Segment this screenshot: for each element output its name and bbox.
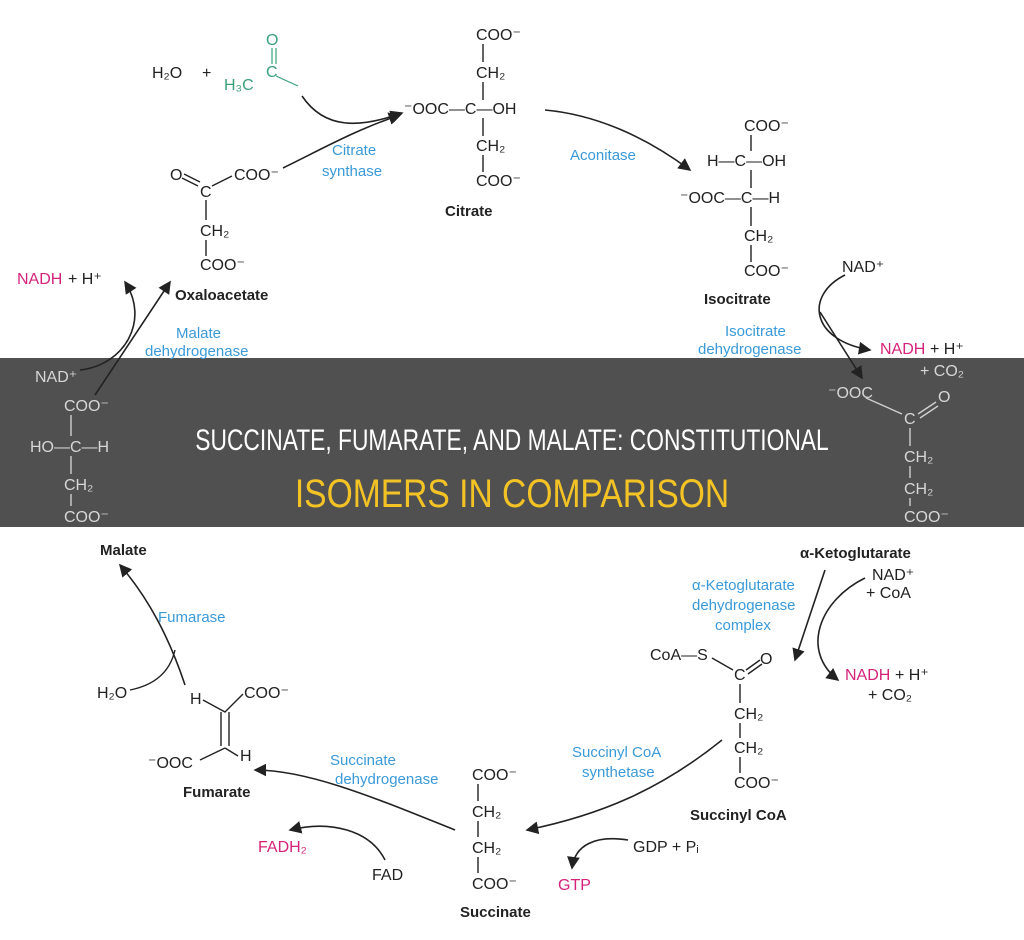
enzyme-akg-dh: complex [715,617,771,634]
title-line-1: SUCCINATE, FUMARATE, AND MALATE: CONSTIT… [195,424,829,457]
fumarate: H COO⁻ ⁻OOC H Fumarate [148,685,289,801]
akg-line: CH₂ [904,449,933,466]
enzyme-fumarase: Fumarase [158,609,226,626]
succinyl-coa-line: CoA—S [650,647,708,664]
oxaloacetate-line: CH₂ [200,223,229,240]
isocitrate-line: ⁻OOC—C—H [680,190,780,207]
succinyl-coa-line: CH₂ [734,740,763,757]
enzyme-aconitase: Aconitase [570,147,636,164]
succinyl-coa-line: C [734,667,746,684]
title-line-2: ISOMERS IN COMPARISON [294,472,730,516]
malate-line: COO⁻ [64,398,109,415]
succinyl-coa-line: COO⁻ [734,775,779,792]
nad-label: NAD⁺ [872,567,914,584]
gtp-label: GTP [558,877,591,894]
enzyme-citrate-synthase: Citrate [332,142,376,159]
co2-label: + CO₂ [868,687,912,704]
enzyme-isocitrate-dh: dehydrogenase [698,341,801,358]
citrate-line: COO⁻ [476,173,521,190]
nad-label: NAD⁺ [35,369,77,386]
oxaloacetate-line: COO⁻ [234,167,279,184]
acetyl-oxygen: O [266,32,278,49]
nad-label: NAD⁺ [842,259,884,276]
citrate: COO⁻ CH₂ ⁻OOC—C—OH CH₂ COO⁻ Citrate [404,27,521,220]
acetyl-methyl: H₃C [224,77,254,94]
akg-line: ⁻OOC [828,385,873,402]
nadh-label: NADH [17,271,62,288]
succinate-line: COO⁻ [472,767,517,784]
enzyme-succinyl-coa-synthetase: Succinyl CoA [572,744,661,761]
isocitrate: COO⁻ H—C—OH ⁻OOC—C—H CH₂ COO⁻ Isocitrate [680,118,789,308]
fumarate-line: ⁻OOC [148,755,193,772]
malate-line: HO—C—H [30,439,109,456]
succinyl-coa-line: O [760,651,772,668]
title-banner [0,358,1024,527]
oxaloacetate-line: COO⁻ [200,257,245,274]
alpha-ketoglutarate: ⁻OOC O C CH₂ CH₂ COO⁻ α-Ketoglutarate [800,385,950,562]
plus-sign: + [202,65,211,82]
enzyme-citrate-synthase: synthase [322,163,382,180]
nadh-label: NADH [880,341,925,358]
fumarate-line: COO⁻ [244,685,289,702]
succinyl-coa-name: Succinyl CoA [690,807,787,824]
enzyme-akg-dh: α-Ketoglutarate [692,577,795,594]
akg-name: α-Ketoglutarate [800,545,911,562]
enzyme-akg-dh: dehydrogenase [692,597,795,614]
enzyme-succinyl-coa-synthetase: synthetase [582,764,655,781]
malate-line: CH₂ [64,477,93,494]
gdp-pi-label: GDP + Pᵢ [633,839,699,856]
citrate-line: COO⁻ [476,27,521,44]
h-plus-label: + H⁺ [68,271,102,288]
citrate-line: ⁻OOC—C—OH [404,101,516,118]
enzyme-succinate-dh: dehydrogenase [335,771,438,788]
citrate-line: CH₂ [476,65,505,82]
acetyl-coa: H₂O + O C H₃C [152,32,299,94]
fad-label: FAD [372,867,403,884]
succinate-line: CH₂ [472,804,501,821]
akg-line: COO⁻ [904,509,949,526]
acetyl-carbon: C [266,64,278,81]
h-plus-label: + H⁺ [895,667,929,684]
oxaloacetate-line: O [170,167,182,184]
succinate-line: CH₂ [472,840,501,857]
isocitrate-line: CH₂ [744,228,773,245]
enzyme-malate-dh: dehydrogenase [145,343,248,360]
malate: COO⁻ HO—C—H CH₂ COO⁻ Malate [30,398,147,559]
water-label: H₂O [152,65,182,82]
akg-line: CH₂ [904,481,933,498]
fumarate-name: Fumarate [183,784,251,801]
fadh2-label: FADH₂ [258,839,307,856]
succinyl-coa: CoA—S O C CH₂ CH₂ COO⁻ Succinyl CoA [650,647,787,824]
water-label: H₂O [97,685,127,702]
nadh-label: NADH [845,667,890,684]
akg-line: C [904,411,916,428]
coa-label: + CoA [866,585,911,602]
succinyl-coa-line: CH₂ [734,706,763,723]
isocitrate-line: COO⁻ [744,263,789,280]
title-block: SUCCINATE, FUMARATE, AND MALATE: CONSTIT… [0,358,1024,527]
fumarate-line: H [190,691,202,708]
succinate-name: Succinate [460,904,531,921]
akg-line: O [938,389,950,406]
h-plus-label: + H⁺ [930,341,964,358]
oxaloacetate-line: C [200,184,212,201]
oxaloacetate: O C COO⁻ CH₂ COO⁻ Oxaloacetate [170,167,279,304]
enzyme-isocitrate-dh: Isocitrate [725,323,786,340]
oxaloacetate-name: Oxaloacetate [175,287,268,304]
enzyme-malate-dh: Malate [176,325,221,342]
isocitrate-line: H—C—OH [707,153,786,170]
enzyme-succinate-dh: Succinate [330,752,396,769]
succinate-line: COO⁻ [472,876,517,893]
citrate-name: Citrate [445,203,493,220]
isocitrate-line: COO⁻ [744,118,789,135]
isocitrate-name: Isocitrate [704,291,771,308]
malate-name: Malate [100,542,147,559]
fumarate-line: H [240,748,252,765]
co2-label: + CO₂ [920,363,964,380]
malate-line: COO⁻ [64,509,109,526]
succinate: COO⁻ CH₂ CH₂ COO⁻ Succinate [460,767,531,921]
citrate-line: CH₂ [476,138,505,155]
